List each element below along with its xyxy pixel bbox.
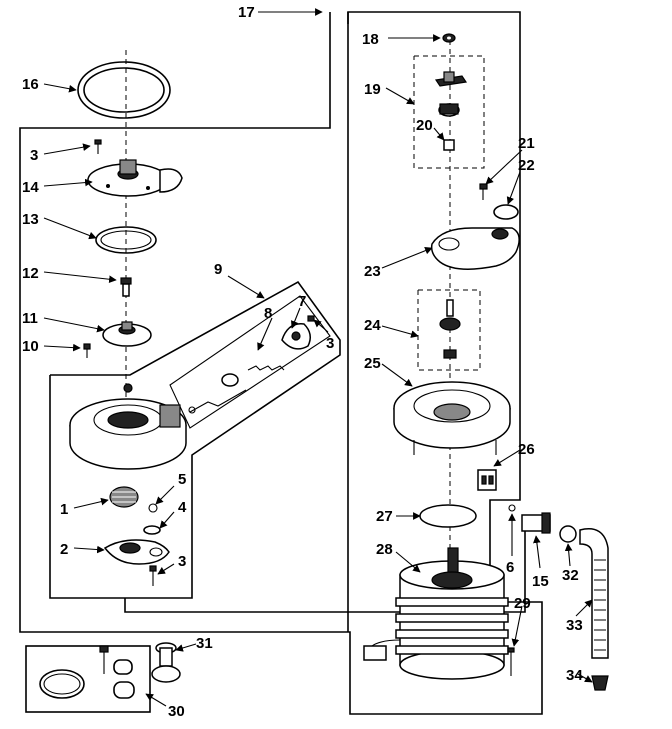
part-11-impeller — [102, 321, 152, 347]
callout-9: 9 — [214, 261, 222, 278]
callout-3: 3 — [30, 147, 38, 164]
callout-24: 24 — [364, 317, 381, 334]
part-32-clamp — [559, 525, 577, 543]
part-7-bracket — [281, 323, 311, 350]
callout-26: 26 — [518, 441, 535, 458]
callout-7: 7 — [298, 293, 306, 310]
callout-15: 15 — [532, 573, 549, 590]
callout-32: 32 — [562, 567, 579, 584]
callout-33: 33 — [566, 617, 583, 634]
leader-lines — [43, 8, 593, 707]
part-24-shaft — [439, 299, 461, 359]
left-parts — [69, 50, 315, 586]
part-16-ring — [77, 61, 171, 119]
part-2-bracket — [103, 539, 170, 565]
callout-8: 8 — [264, 305, 272, 322]
callout-23: 23 — [364, 263, 381, 280]
callout-3-lower: 3 — [178, 553, 186, 570]
callout-28: 28 — [376, 541, 393, 558]
part-30-kit — [39, 645, 135, 699]
callout-12: 12 — [22, 265, 39, 282]
part-13-gasket — [95, 226, 157, 254]
part-14-plate — [87, 159, 183, 197]
part-28-motor — [363, 547, 509, 680]
callout-1: 1 — [60, 501, 68, 518]
part-19-assembly — [434, 71, 468, 151]
part-5-ball — [148, 503, 158, 513]
part-18-nut — [442, 33, 456, 43]
part-34-cap — [591, 675, 609, 691]
part-33-hose — [579, 528, 609, 659]
callout-17: 17 — [238, 4, 255, 21]
callout-5: 5 — [178, 471, 186, 488]
callout-22: 22 — [518, 157, 535, 174]
callout-3-right: 3 — [326, 335, 334, 352]
callout-16: 16 — [22, 76, 39, 93]
pump-housing — [69, 383, 187, 470]
part-29-bolt — [507, 647, 515, 676]
callout-21: 21 — [518, 135, 535, 152]
part-31-valve — [151, 642, 181, 683]
part-12-bolt — [120, 277, 132, 297]
part-23-plate — [430, 227, 520, 270]
callout-29: 29 — [514, 595, 531, 612]
part-27-disc — [419, 504, 477, 528]
part-3-screw-small — [307, 315, 315, 322]
part-3-screw — [94, 139, 102, 154]
part-3-screw-lower — [149, 565, 157, 586]
callout-11: 11 — [22, 310, 38, 327]
part-21-screw — [479, 183, 488, 200]
callout-2: 2 — [60, 541, 68, 558]
callout-34: 34 — [566, 667, 583, 684]
callout-14: 14 — [22, 179, 39, 196]
part-15-fitting — [521, 512, 551, 534]
callout-25: 25 — [364, 355, 381, 372]
part-26-connector — [477, 469, 497, 491]
callout-30: 30 — [168, 703, 185, 720]
right-parts — [363, 33, 609, 691]
callout-27: 27 — [376, 508, 393, 525]
callout-6: 6 — [506, 559, 514, 576]
callout-labels: 17 16 3 14 13 12 11 10 1 2 5 4 3 9 8 7 3… — [22, 4, 583, 720]
assembly-outlines — [19, 11, 543, 715]
part-6-washer — [508, 504, 516, 512]
part-25-base — [393, 381, 511, 455]
callout-18: 18 — [362, 31, 379, 48]
callout-13: 13 — [22, 211, 39, 228]
callout-31: 31 — [196, 635, 213, 652]
callout-19: 19 — [364, 81, 381, 98]
part-8-valve — [188, 365, 285, 414]
part-10-screw — [83, 343, 91, 358]
callout-20: 20 — [416, 117, 433, 134]
part-22-ring — [493, 204, 519, 220]
callout-10: 10 — [22, 338, 39, 355]
callout-4: 4 — [178, 499, 187, 516]
part-4-oring — [143, 525, 161, 535]
part-1-filter — [109, 486, 139, 508]
